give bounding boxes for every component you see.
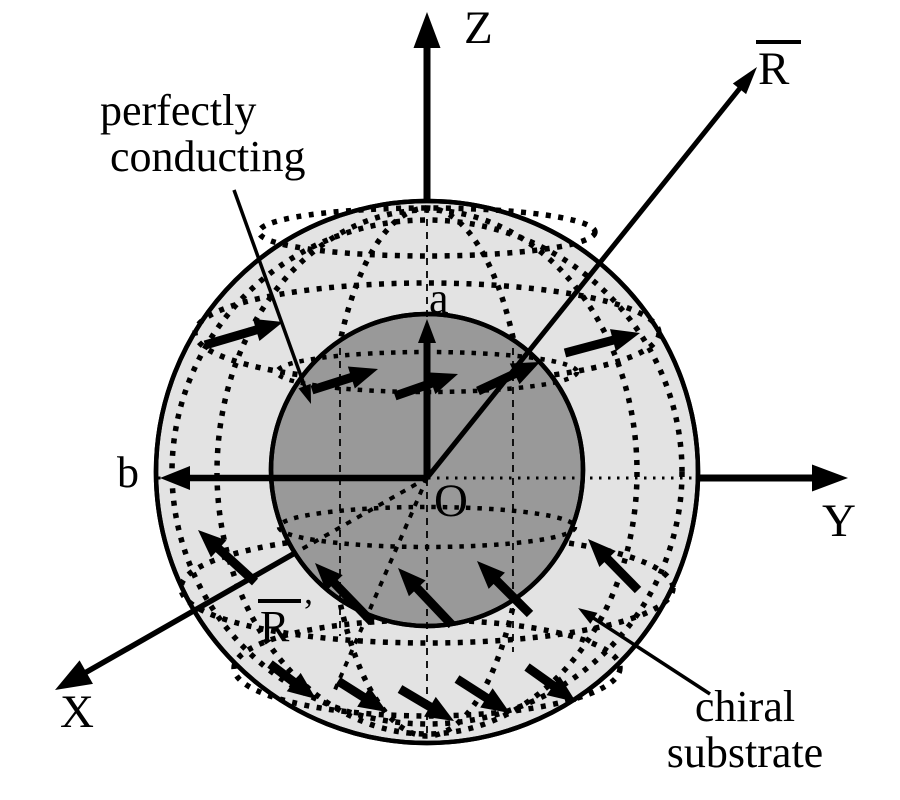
- conductor-leader-arrow-shaft: [232, 189, 308, 390]
- field-arrow-upper-0: [203, 318, 283, 350]
- outer-meridian-2: [169, 217, 685, 727]
- field-arrow-lower-3-head: [477, 561, 505, 589]
- field-arrow-upper-2: [393, 372, 458, 401]
- conductor-leader-arrow-head: [298, 383, 311, 404]
- annotation-substrate-line1: chiral: [694, 682, 796, 731]
- label-outer-radius-b: b: [117, 448, 139, 497]
- field-arrow-bottom-1: [335, 677, 387, 712]
- field-arrow-lower-2-head: [398, 568, 426, 597]
- field-arrow-lower-1-shaft: [329, 577, 376, 626]
- r-field-vector-arrow: [425, 67, 757, 480]
- x-axis-hidden-dotted: [294, 476, 428, 555]
- x-axis-arrow-shaft: [82, 550, 297, 677]
- annotation-chiral-substrate: chiral substrate: [640, 682, 850, 778]
- label-x-axis: X: [60, 686, 94, 738]
- field-arrow-upper-4-shaft: [563, 335, 618, 358]
- a-radius-arrow: [418, 319, 436, 476]
- field-arrow-upper-0-head: [252, 318, 283, 341]
- substrate-leader-arrow-shaft: [590, 615, 711, 696]
- x-axis-arrow-head: [55, 660, 93, 690]
- field-arrow-upper-4-head: [609, 329, 640, 352]
- field-arrow-bottom-4-shaft: [524, 663, 559, 692]
- field-arrow-bottom-4-head: [546, 676, 576, 702]
- field-arrow-lower-2-shaft: [411, 583, 456, 629]
- field-arrow-bottom-2-head: [424, 696, 454, 721]
- label-inner-radius-a: a: [429, 274, 449, 323]
- annotation-substrate-line2: substrate: [666, 728, 824, 778]
- inner-sphere-rim: [268, 311, 586, 629]
- dotted-radius-lines: [294, 476, 429, 693]
- field-arrow-upper-2-shaft: [393, 377, 436, 401]
- conductor-leader-arrow: [232, 189, 311, 404]
- field-arrow-lower-4: [588, 539, 642, 594]
- field-arrow-bottom-2-shaft: [397, 685, 435, 713]
- field-arrow-upper-3: [476, 362, 540, 396]
- outer-latitude-3: [231, 617, 623, 719]
- label-origin-o: O: [434, 475, 468, 527]
- b-radius-arrow: [160, 466, 427, 490]
- y-axis-arrow-head: [812, 464, 848, 492]
- field-arrow-upper-1-head: [347, 366, 378, 389]
- z-axis-arrow-head: [413, 12, 441, 48]
- field-arrow-upper-0-shaft: [203, 324, 261, 350]
- annotation-conductor-line2: conducting: [110, 132, 306, 182]
- substrate-leader-arrow: [578, 608, 711, 696]
- field-arrow-bottom-0-head: [286, 672, 316, 699]
- annotation-perfectly-conducting: perfectly conducting: [100, 86, 306, 182]
- r-field-vector-arrow-shaft: [425, 84, 744, 480]
- field-arrow-bottom-0: [267, 660, 316, 699]
- label-field-vector-r: R: [756, 40, 802, 94]
- field-arrow-upper-1-shaft: [310, 372, 356, 395]
- field-arrow-upper-3-shaft: [476, 368, 520, 396]
- r-prime-overbar: R: [258, 598, 302, 650]
- r-field-vector-arrow-head: [732, 67, 757, 95]
- r-prime-source-vector-dotted: [332, 477, 429, 693]
- field-arrow-bottom-3-shaft: [454, 675, 492, 704]
- field-arrow-bottom-2: [397, 685, 454, 721]
- field-arrow-lower-2: [398, 568, 456, 629]
- field-arrows: [198, 318, 642, 721]
- field-arrow-bottom-0-shaft: [267, 660, 299, 688]
- x-axis-arrow: [55, 550, 297, 690]
- field-arrow-lower-4-head: [588, 539, 616, 568]
- r-overbar: R: [756, 40, 802, 94]
- field-arrow-bottom-1-shaft: [335, 677, 369, 703]
- field-arrow-upper-2-head: [427, 372, 458, 395]
- y-axis-arrow: [697, 464, 848, 492]
- field-arrow-upper-4: [563, 329, 640, 358]
- label-source-vector-r-prime: R’: [258, 592, 315, 650]
- a-radius-arrow-head: [418, 319, 436, 343]
- label-y-axis: Y: [822, 495, 856, 547]
- field-arrow-lower-3-shaft: [491, 575, 534, 618]
- field-arrow-lower-0: [198, 530, 259, 586]
- b-radius-arrow-head: [160, 466, 190, 490]
- field-arrow-bottom-1-head: [357, 687, 387, 712]
- annotation-conductor-line1: perfectly: [100, 86, 257, 135]
- label-z-axis: Z: [464, 2, 493, 54]
- field-arrow-lower-0-shaft: [213, 543, 259, 586]
- prime-mark: ’: [302, 592, 315, 631]
- axes-and-vectors: [55, 12, 848, 690]
- field-arrow-bottom-4: [524, 663, 576, 702]
- field-arrow-lower-1: [315, 563, 376, 626]
- substrate-leader-arrow-head: [578, 608, 598, 624]
- field-arrow-lower-3: [477, 561, 534, 618]
- field-arrow-lower-1-head: [315, 563, 343, 592]
- leader-arrows: [232, 189, 711, 696]
- field-arrow-lower-0-head: [198, 530, 227, 558]
- outer-latitude-0: [256, 205, 598, 259]
- field-arrow-bottom-3: [454, 675, 510, 713]
- z-axis-arrow: [413, 12, 441, 202]
- field-arrow-upper-1: [310, 366, 378, 395]
- field-arrow-upper-3-head: [509, 362, 540, 385]
- field-arrow-bottom-3-head: [480, 688, 510, 713]
- field-arrow-lower-4-shaft: [602, 553, 642, 594]
